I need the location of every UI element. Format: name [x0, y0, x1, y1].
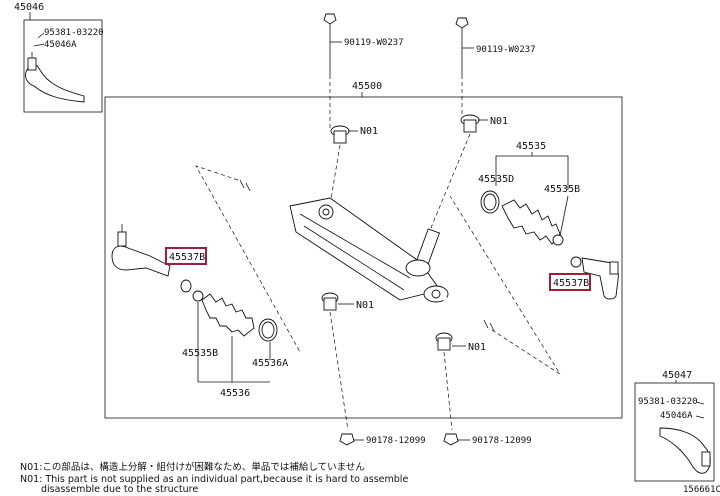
- grommet-n01-top-right: N01: [460, 114, 508, 133]
- note-ref-n01-d[interactable]: N01: [468, 342, 486, 353]
- grommet-n01-bottom-right: N01: [435, 332, 486, 431]
- part-label-45046a-a[interactable]: 45046A: [44, 40, 77, 50]
- notes: N01:この部品は、構造上分解・組付けが困難なため、単品では補給していません N…: [20, 461, 408, 495]
- steering-rack-assembly: [235, 179, 501, 332]
- note-ref-n01-c[interactable]: N01: [356, 300, 374, 311]
- part-label-45535d[interactable]: 45535D: [478, 174, 514, 185]
- figure-id: 156661C: [683, 485, 720, 495]
- note-ref-n01-b[interactable]: N01: [490, 116, 508, 127]
- part-label-90178-b[interactable]: 90178-12099: [472, 436, 532, 446]
- part-label-45535[interactable]: 45535: [516, 141, 546, 152]
- highlight-45537b-left: [165, 247, 207, 265]
- tie-rod-end-left: [111, 245, 171, 277]
- part-label-45535b-right[interactable]: 45535B: [544, 184, 580, 195]
- bolt-90119-left: 90119-W0237: [323, 13, 404, 128]
- nut-90178-left: 90178-12099: [339, 433, 426, 446]
- bolt-90119-right: 90119-W0237: [455, 17, 536, 116]
- main-frame-45500: [104, 96, 623, 419]
- note-line-jp: N01:この部品は、構造上分解・組付けが困難なため、単品では補給していません: [20, 461, 365, 473]
- grommet-n01-top-left: N01: [330, 125, 378, 144]
- note-ref-n01-a[interactable]: N01: [360, 126, 378, 137]
- part-label-45537b-right[interactable]: 45537B: [553, 278, 589, 289]
- boot-bellows-right: [501, 199, 561, 245]
- part-label-45500[interactable]: 45500: [352, 81, 382, 92]
- nut-90178-right: 90178-12099: [443, 433, 532, 446]
- part-label-90119-b[interactable]: 90119-W0237: [476, 45, 536, 55]
- part-label-45046a-b[interactable]: 45046A: [660, 411, 693, 421]
- boot-group-left: 45537B 45535B 45536A 45536: [111, 224, 288, 399]
- part-label-45536[interactable]: 45536: [220, 388, 250, 399]
- part-label-95381-a[interactable]: 95381-03220: [44, 28, 104, 38]
- part-label-90119-a[interactable]: 90119-W0237: [344, 38, 404, 48]
- part-label-90178-a[interactable]: 90178-12099: [366, 436, 426, 446]
- grommet-n01-bottom-left: N01: [321, 292, 374, 431]
- inset-frame-right: [634, 382, 715, 482]
- rack-housing: [289, 197, 441, 301]
- highlight-45537b-right: [549, 273, 591, 291]
- inset-45046: 45046 95381-03220 45046A: [14, 2, 104, 113]
- note-line-en-1: N01: This part is not supplied as an ind…: [20, 474, 408, 485]
- inset-45047: 45047 95381-03220 45046A: [634, 370, 715, 482]
- part-label-45047[interactable]: 45047: [662, 370, 692, 381]
- inset-frame-left: [23, 19, 103, 113]
- note-line-en-2: disassemble due to the structure: [41, 484, 198, 495]
- part-label-95381-b[interactable]: 95381-03220: [638, 397, 698, 407]
- boot-bellows-left: [201, 293, 255, 337]
- boot-group-right: 45535 45535D 45535B 45537B: [478, 141, 619, 300]
- part-label-45536a[interactable]: 45536A: [252, 358, 288, 369]
- part-label-45535b-left[interactable]: 45535B: [182, 348, 218, 359]
- tie-rod-end-right-inset: [659, 427, 711, 474]
- part-label-45537b-left[interactable]: 45537B: [169, 252, 205, 263]
- part-label-45046[interactable]: 45046: [14, 2, 44, 13]
